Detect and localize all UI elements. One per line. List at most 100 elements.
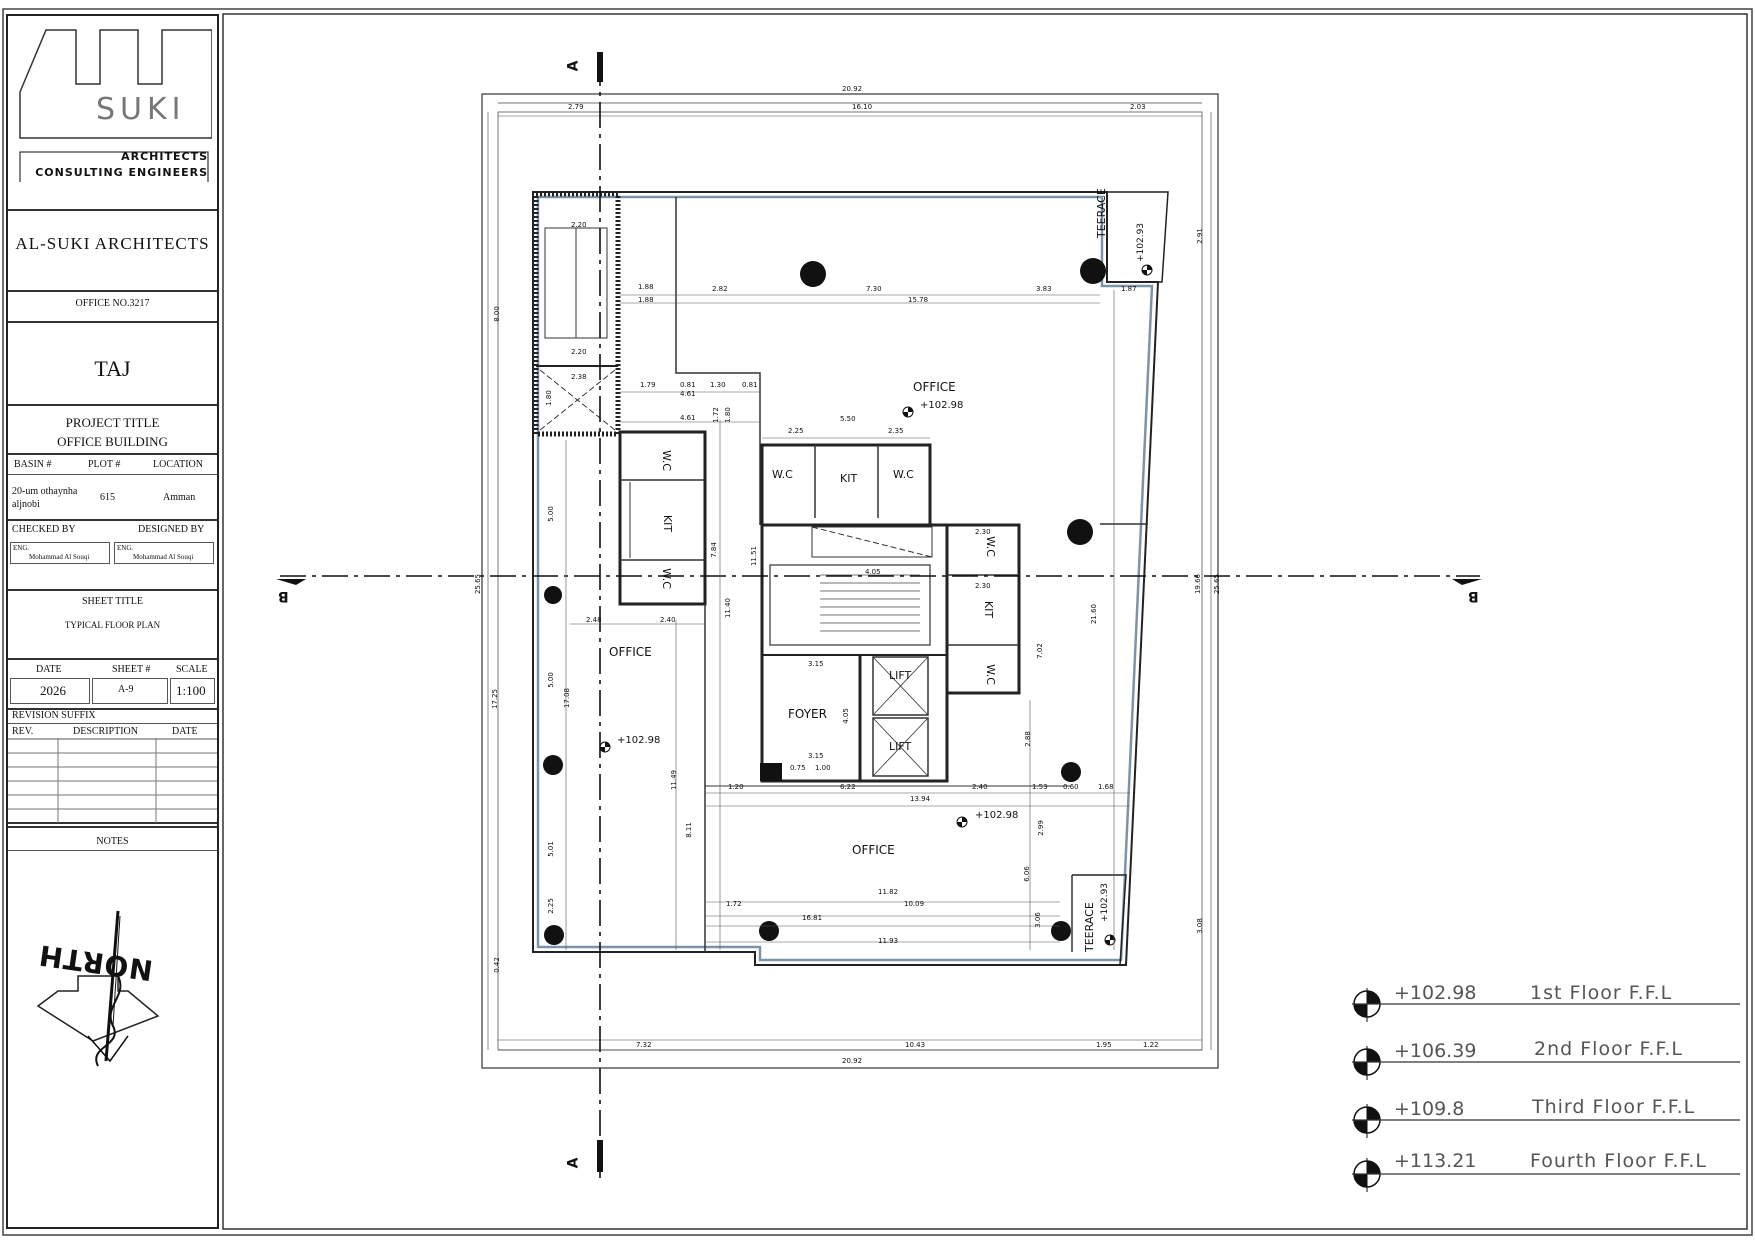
floor-level-row: +109.8 Third Floor F.F.L bbox=[1350, 1092, 1740, 1146]
dim-d29: 11.93 bbox=[878, 937, 899, 945]
room-terrace-bottom: TEERACE bbox=[1083, 902, 1096, 952]
suki-logo bbox=[19, 29, 212, 182]
revision-date-header: DATE bbox=[172, 726, 198, 737]
basin-value: 20-um othaynha aljnobi bbox=[12, 486, 78, 510]
room-wc-left-bottom: W.C bbox=[659, 568, 673, 589]
dim-d37: 4.05 bbox=[841, 708, 850, 724]
floor-level-row: +102.98 1st Floor F.F.L bbox=[1350, 976, 1740, 1030]
room-office-bottom: OFFICE bbox=[852, 843, 895, 857]
level-marker-icon bbox=[1352, 988, 1740, 1022]
dim-d55: 3.06 bbox=[1033, 912, 1042, 928]
dim-right-overall: 25.65 bbox=[1213, 573, 1222, 595]
dim-d57: 7.02 bbox=[1035, 643, 1044, 659]
floor-level-row: +106.39 2nd Floor F.F.L bbox=[1350, 1034, 1740, 1088]
dim-d60: 1.80 bbox=[723, 407, 732, 423]
dim-d53: 2.99 bbox=[1036, 820, 1045, 836]
room-lift-1: LIFT bbox=[889, 669, 912, 682]
dim-d22: 2.40 bbox=[972, 783, 988, 791]
dim-d27: 10.09 bbox=[904, 900, 925, 908]
dim-d43: 5.00 bbox=[546, 506, 555, 522]
dim-d18: 2.40 bbox=[660, 616, 676, 624]
dim-d24: 0.60 bbox=[1063, 783, 1079, 791]
dim-d41: 2.20 bbox=[571, 348, 587, 356]
scale-value: 1:100 bbox=[176, 683, 206, 698]
room-office-left: OFFICE bbox=[609, 645, 652, 659]
dim-d3: 7.30 bbox=[866, 285, 882, 293]
dim-d23: 1.53 bbox=[1032, 783, 1048, 791]
dim-d16: 0.81 bbox=[742, 381, 758, 389]
dim-d7: 15.78 bbox=[908, 296, 929, 304]
level-marker-icon bbox=[1352, 1158, 1740, 1192]
section-mark-b-left: B bbox=[278, 588, 289, 604]
dim-d19: 21.60 bbox=[1090, 603, 1099, 625]
dim-bottom-d: 1.22 bbox=[1143, 1041, 1159, 1049]
dim-d35: 3.15 bbox=[808, 752, 824, 760]
dim-d25: 1.68 bbox=[1098, 783, 1114, 791]
dim-d5: 1.87 bbox=[1121, 285, 1137, 293]
dim-d33: 1.00 bbox=[815, 764, 831, 772]
plot-value: 615 bbox=[100, 492, 115, 503]
sheet-title-label: SHEET TITLE bbox=[81, 596, 143, 607]
dim-d4: 3.83 bbox=[1036, 285, 1052, 293]
level-terrace-bottom: +102.93 bbox=[1100, 882, 1110, 922]
dim-d28: 16.81 bbox=[802, 914, 823, 922]
room-lift-2: LIFT bbox=[889, 740, 912, 753]
office-number: OFFICE NO.3217 bbox=[75, 298, 150, 309]
dim-d14: 0.81 bbox=[680, 381, 696, 389]
project-title-label: PROJECT TITLE bbox=[65, 415, 160, 430]
section-mark-b-right: B bbox=[1468, 588, 1479, 604]
checked-by-box: ENG. Mohammad Al Souqi bbox=[10, 542, 110, 564]
dim-left-a: 8.00 bbox=[492, 306, 501, 322]
dim-d44: 5.00 bbox=[546, 672, 555, 688]
checked-by-prefix: ENG. bbox=[13, 544, 30, 552]
north-arrow bbox=[36, 910, 160, 1067]
dim-d32: 0.75 bbox=[790, 764, 806, 772]
dim-d45: 5.01 bbox=[546, 841, 555, 857]
logo-line2: CONSULTING ENGINEERS bbox=[35, 166, 208, 179]
dim-d36: 4.05 bbox=[865, 568, 881, 576]
dim-d30: 1.72 bbox=[726, 900, 742, 908]
scale-header: SCALE bbox=[176, 664, 208, 675]
revision-rev-header: REV. bbox=[12, 726, 34, 737]
dim-d48: 11.49 bbox=[670, 769, 679, 791]
designed-by-name: Mohammad Al Souqi bbox=[133, 553, 194, 561]
floor-level-value: +109.8 bbox=[1394, 1098, 1465, 1120]
designed-by-label: DESIGNED BY bbox=[138, 524, 205, 535]
dim-d12: 4.61 bbox=[680, 414, 696, 422]
dim-d21: 6.22 bbox=[840, 783, 856, 791]
floor-level-value: +106.39 bbox=[1394, 1040, 1477, 1062]
date-header: DATE bbox=[36, 664, 62, 675]
dim-d6: 1.88 bbox=[638, 296, 654, 304]
dim-overall-top: 20.92 bbox=[842, 85, 863, 93]
dim-right-a: 2.91 bbox=[1195, 228, 1204, 244]
dim-d56: 2.88 bbox=[1023, 731, 1032, 747]
dim-d59: 1.72 bbox=[711, 407, 720, 423]
logo-name: SUKI bbox=[96, 92, 186, 127]
room-foyer: FOYER bbox=[788, 707, 827, 721]
dim-right-c: 3.08 bbox=[1195, 918, 1204, 934]
plot-header: PLOT # bbox=[88, 459, 121, 470]
level-marker-icon bbox=[1352, 1104, 1740, 1138]
dim-d8: 5.50 bbox=[840, 415, 856, 423]
room-kit-mid: KIT bbox=[840, 472, 858, 485]
dim-left-overall: 25.65 bbox=[474, 573, 483, 595]
dim-bottom-a: 7.32 bbox=[636, 1041, 652, 1049]
dim-d15: 1.30 bbox=[710, 381, 726, 389]
dim-d11: 4.61 bbox=[680, 390, 696, 398]
dim-d50: 11.40 bbox=[724, 597, 733, 619]
room-kit-left: KIT bbox=[661, 514, 675, 533]
project-name: TAJ bbox=[94, 356, 131, 381]
dim-d58: 1.80 bbox=[544, 390, 553, 406]
notes-label: NOTES bbox=[96, 836, 129, 847]
level-marker-icon bbox=[1352, 1046, 1740, 1080]
dim-d10: 2.35 bbox=[888, 427, 904, 435]
designed-by-box: ENG. Mohammad Al Souqi bbox=[114, 542, 214, 564]
revision-description-header: DESCRIPTION bbox=[73, 726, 139, 737]
room-wc-left-top: W.C bbox=[659, 450, 673, 471]
level-symbol bbox=[599, 264, 1153, 946]
floor-level-row: +113.21 Fourth Floor F.F.L bbox=[1350, 1146, 1740, 1200]
dim-d34: 3.15 bbox=[808, 660, 824, 668]
basin-header: BASIN # bbox=[14, 459, 52, 470]
section-mark-a-top: A bbox=[565, 60, 582, 72]
floor-level-value: +113.21 bbox=[1394, 1150, 1477, 1172]
